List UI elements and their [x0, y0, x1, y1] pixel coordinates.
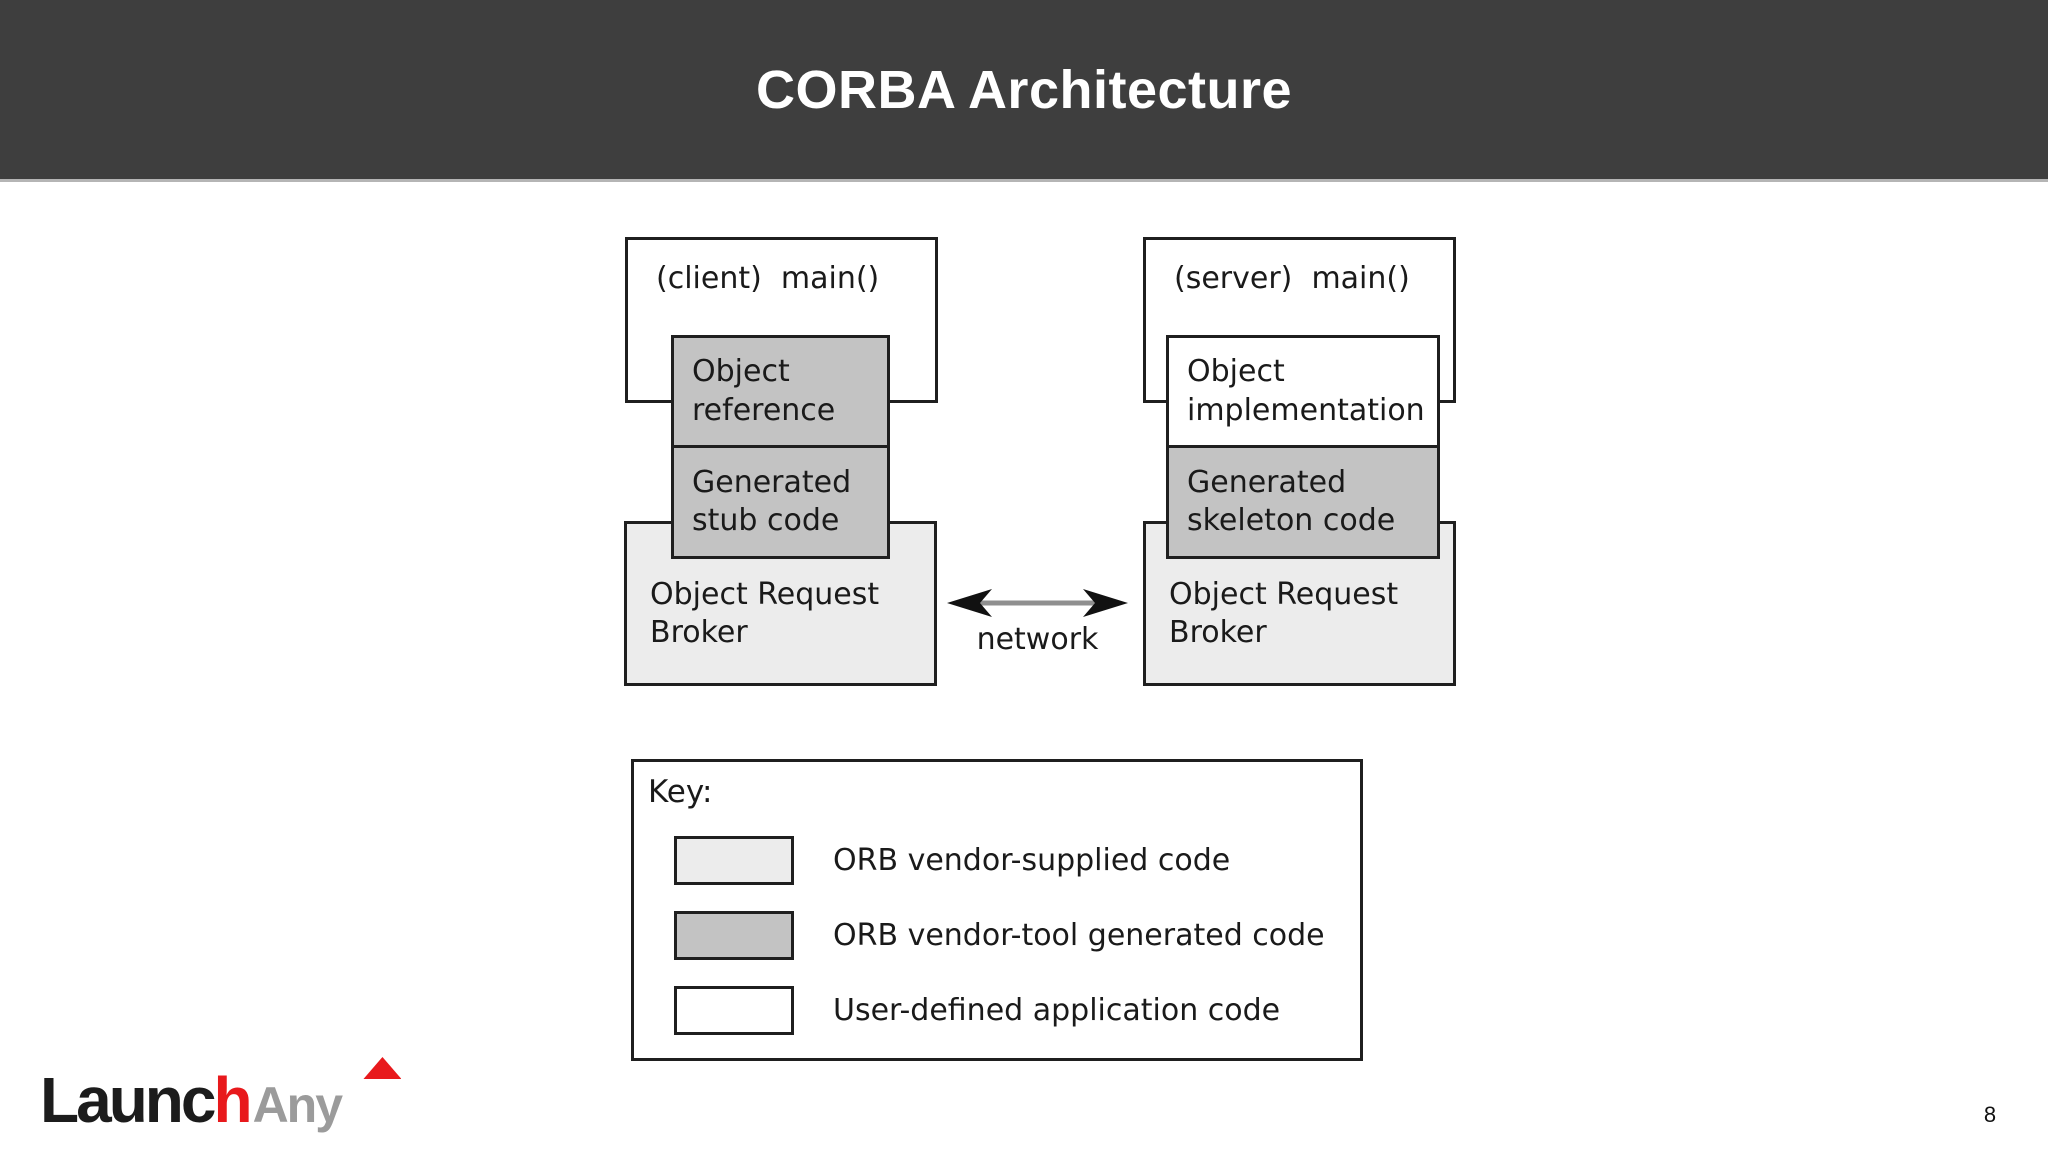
server-orb-label: Object Request Broker	[1169, 577, 1399, 651]
key-title: Key:	[648, 774, 713, 810]
vendor-supplied-swatch	[674, 836, 794, 885]
generated-stub-code-box: Generated stub code	[671, 445, 890, 559]
vendor-supplied-label: ORB vendor-supplied code	[833, 843, 1231, 878]
key-row-vendor-tool-generated: ORB vendor-tool generated code	[634, 911, 1360, 960]
key-row-vendor-supplied: ORB vendor-supplied code	[634, 836, 1360, 885]
network-double-arrow-icon	[947, 589, 1128, 617]
logo-text-any: Any	[252, 1077, 343, 1133]
client-orb-label: Object Request Broker	[650, 577, 880, 651]
generated-stub-code-label: Generated stub code	[692, 464, 852, 538]
generated-skeleton-code-box: Generated skeleton code	[1166, 445, 1440, 559]
logo-arrow-up-icon	[363, 1057, 402, 1079]
generated-skeleton-code-label: Generated skeleton code	[1187, 464, 1396, 538]
key-box: Key: ORB vendor-supplied code ORB vendor…	[631, 759, 1363, 1061]
object-reference-label: Object reference	[692, 354, 836, 428]
network-label: network	[976, 622, 1099, 657]
logo-text-launc: Launc	[40, 1064, 216, 1136]
object-implementation-label: Object implementation	[1187, 354, 1425, 428]
vendor-tool-generated-label: ORB vendor-tool generated code	[833, 918, 1325, 953]
page-number: 8	[1983, 1102, 1997, 1127]
server-main-label: (server) main()	[1174, 261, 1410, 296]
vendor-tool-generated-swatch	[674, 911, 794, 960]
client-main-label: (client) main()	[656, 261, 880, 296]
launchany-logo: Launc h Any	[40, 1057, 402, 1136]
user-defined-label: User-defined application code	[833, 993, 1281, 1028]
slide-title: CORBA Architecture	[755, 59, 1293, 120]
user-defined-swatch	[674, 986, 794, 1035]
slide-header: CORBA Architecture	[0, 0, 2048, 182]
key-row-user-defined: User-defined application code	[634, 986, 1360, 1035]
logo-text-h: h	[213, 1057, 402, 1132]
object-reference-box: Object reference	[671, 335, 890, 448]
object-implementation-box: Object implementation	[1166, 335, 1440, 448]
